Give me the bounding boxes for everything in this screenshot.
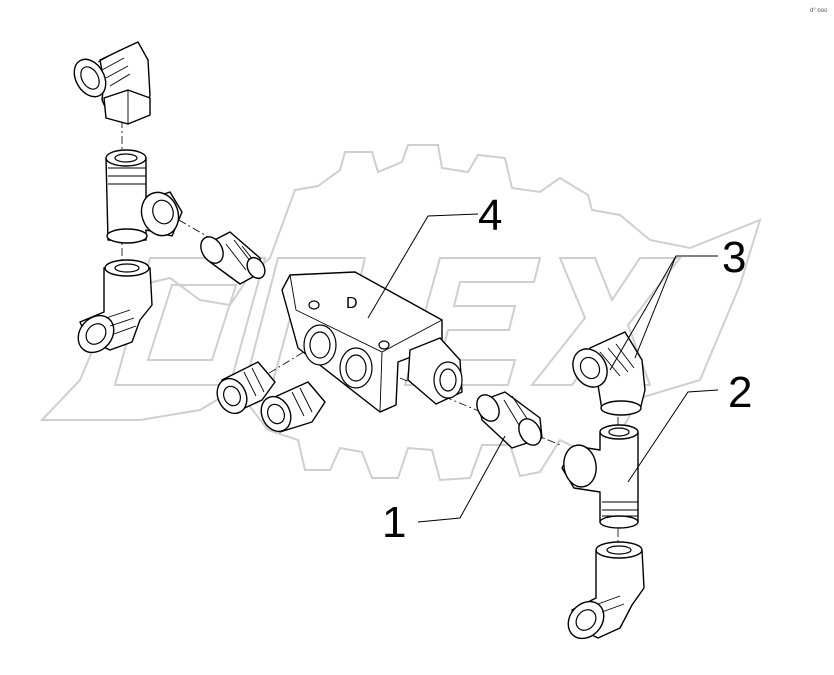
elbow-fitting-top-left [73,41,151,125]
block-mark: D [346,295,358,312]
corner-mark: d° ooo [810,8,828,14]
tee-fitting-left [105,149,183,244]
callout-2: 2 [728,368,752,417]
tee-fitting-right [561,424,639,529]
adapter-fitting-right [476,391,543,449]
leader-lines [367,213,719,523]
adapter-fitting-lower-right [260,381,326,433]
callout-3: 3 [722,233,746,282]
elbow-fitting-right-upper [572,331,646,416]
elbow-fitting-lower-left [77,259,153,354]
adapter-fitting-upper [200,231,266,285]
valve-block: D [281,271,463,413]
callout-4: 4 [478,191,502,240]
adapter-fitting-lower-left [216,361,276,415]
callout-1: 1 [382,498,406,547]
elbow-fitting-right-lower [567,541,645,640]
